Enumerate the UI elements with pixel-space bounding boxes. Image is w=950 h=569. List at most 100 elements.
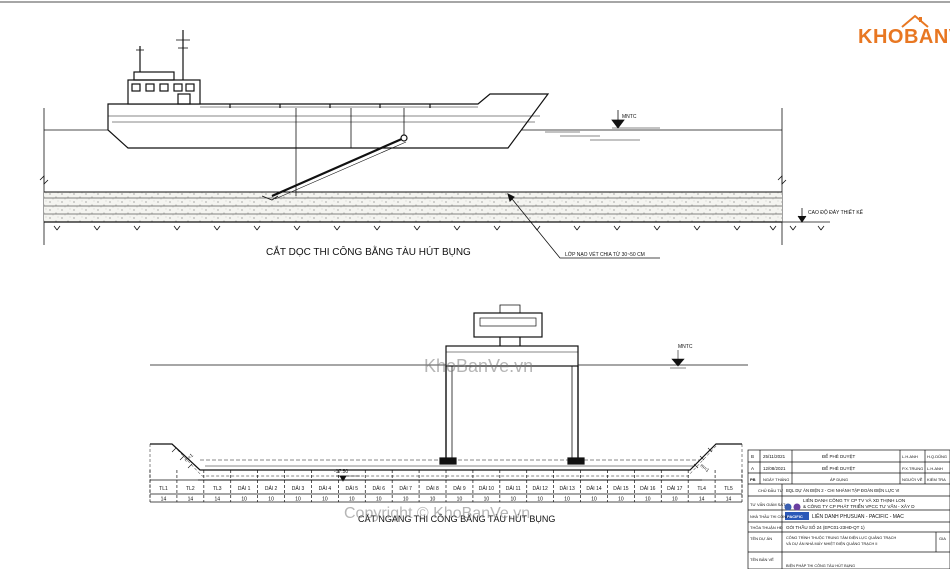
project-label: TÊN DỰ ÁN (750, 536, 772, 541)
strip-width: 10 (349, 497, 355, 503)
package-label: THỎA THUẬN HĐ (750, 525, 783, 530)
slope-left-label: m=1 (183, 452, 195, 463)
strip-width: 10 (564, 497, 570, 503)
strip-name: DẢI 17 (667, 485, 683, 492)
strip-width: 10 (430, 497, 436, 503)
strip-name: DẢI 6 (372, 485, 385, 492)
drawing-name-label: TÊN BẢN VẼ (750, 557, 774, 562)
supervisor-line-2: & CÔNG TY CP PHÁT TRIỂN VPCC TƯ VẤN - XÂ… (803, 503, 915, 509)
strip-width: 10 (457, 497, 463, 503)
top-section-title: CẮT DỌC THI CÔNG BẰNG TÀU HÚT BỤNG (266, 245, 471, 258)
strip-width: 10 (645, 497, 651, 503)
supervisor-label: TƯ VẤN GIÁM SÁT (750, 502, 786, 507)
elevation-label: -17.50 (334, 469, 348, 475)
strip-name: TL1 (159, 486, 168, 492)
brand-logo[interactable]: KHOBANVE (858, 26, 950, 48)
strip-name: DẢI 4 (319, 485, 332, 492)
rev-desc: ĐỂ PHÊ DUYỆT (822, 464, 856, 471)
rev-code: B (751, 454, 754, 459)
strip-name: DẢI 13 (559, 485, 575, 492)
strip-width: 10 (376, 497, 382, 503)
strip-table (149, 470, 743, 503)
rev-by: P.X.TRUNG (902, 466, 923, 471)
strip-name: TL3 (213, 486, 222, 492)
design-depth-marker (797, 208, 807, 223)
strip-width: 14 (188, 497, 194, 503)
strip-name: DẢI 3 (292, 485, 305, 492)
revision-row-b: B 25/11/2021 ĐỂ PHÊ DUYỆT L.H.ANH H.Q.DŨ… (751, 452, 947, 459)
revision-row-header: PB NGÀY THÁNG ÁP DỤNG NGƯỜI VẼ KIỂM TRA (750, 477, 946, 482)
strip-name: DẢI 7 (399, 485, 412, 492)
strip-width: 14 (699, 497, 705, 503)
water-level-marker-top (611, 110, 625, 129)
strip-width: 10 (510, 497, 516, 503)
strip-name: TL5 (724, 486, 733, 492)
water-label-bottom: MNTC (678, 344, 693, 350)
strip-width: 10 (295, 497, 301, 503)
strip-name: DẢI 12 (533, 485, 549, 492)
strip-name: DẢI 15 (613, 485, 629, 492)
strip-width: 10 (403, 497, 409, 503)
water-label-top: MNTC (622, 114, 637, 120)
rev-code: PB (750, 477, 756, 482)
contractor-label: NHÀ THẦU THI CÔNG (750, 514, 789, 519)
longitudinal-section (0, 1, 950, 259)
package-name: GÓI THẦU SỐ 24 (EPC01-23HĐ-QT 1) (786, 524, 865, 530)
rev-chk: KIỂM TRA (927, 477, 946, 482)
drawing-name: BIỆN PHÁP THI CÔNG TÀU HÚT BỤNG (786, 563, 855, 568)
strip-name: TL4 (697, 486, 706, 492)
owner-label: CHỦ ĐẦU TƯ (758, 488, 784, 493)
strip-name: DẢI 14 (586, 485, 602, 492)
rev-date: 12/08/2021 (763, 466, 786, 471)
strip-width: 10 (618, 497, 624, 503)
water-ripples (545, 127, 660, 141)
rev-desc: ÁP DỤNG (830, 477, 848, 482)
strip-name: DẢI 1 (238, 485, 251, 492)
sediment-leader (507, 193, 660, 259)
strip-width: 10 (484, 497, 490, 503)
bottom-section-title: CẮT NGANG THI CÔNG BẰNG TÀU HÚT BỤNG (358, 514, 555, 524)
strip-name: DẢI 16 (640, 485, 656, 492)
rev-by: NGƯỜI VẼ (902, 477, 923, 482)
strip-name: DẢI 2 (265, 485, 278, 492)
strip-width: 14 (726, 497, 732, 503)
strip-name: DẢI 10 (479, 485, 495, 492)
title-block (747, 449, 950, 569)
strip-width: 10 (591, 497, 597, 503)
revision-row-a: A 12/08/2021 ĐỂ PHÊ DUYỆT P.X.TRUNG L.H.… (751, 464, 943, 471)
project-line-2: VÀ DỰ ÁN NHÀ MÁY NHIỆT ĐIỆN QUẢNG TRẠCH … (786, 541, 877, 546)
supervisor-line-1: LIÊN DANH CÔNG TY CP TV VÀ XD THỊNH LON (803, 496, 905, 503)
rev-date: NGÀY THÁNG (763, 477, 789, 482)
dredger-gantry (439, 304, 585, 465)
contractor-name: LIÊN DANH PHUSUAN - PACIFIC - MAC (812, 512, 904, 520)
strip-width: 10 (322, 497, 328, 503)
rev-date: 25/11/2021 (763, 454, 786, 459)
contractor-logo: PACIFIC (787, 514, 803, 519)
strip-name: TL2 (186, 486, 195, 492)
strip-width: 10 (268, 497, 274, 503)
strip-labels: TL1 14 TL2 14 TL3 14 DẢI 1 10 DẢI 2 10 DẢI 3 10 DẢI … (159, 485, 733, 503)
strip-width: 10 (537, 497, 543, 503)
seabed-hatching (53, 225, 825, 231)
rev-code: A (751, 466, 754, 471)
dredger-ship (107, 30, 550, 201)
strip-name: DẢI 5 (346, 485, 359, 492)
strip-width: 14 (214, 497, 220, 503)
rev-chk: L.H.ANH (927, 466, 943, 471)
strip-name: DẢI 9 (453, 485, 466, 492)
strip-name: DẢI 11 (506, 485, 521, 492)
sediment-note: LỚP NẠO VÉT CHIA TỪ 30~50 CM (565, 251, 645, 258)
cross-section (149, 304, 748, 503)
owner-name: BQL DỰ ÁN ĐIỆN 2 - CHI NHÁNH TẬP ĐOÀN ĐI… (786, 488, 899, 493)
strip-width: 10 (241, 497, 247, 503)
rev-chk: H.Q.DŨNG (927, 454, 947, 459)
slope-right-label: m=1 (699, 463, 711, 474)
strip-width: 14 (161, 497, 167, 503)
project-line-1: CÔNG TRÌNH THUỘC TRUNG TÂM ĐIỆN LỰC QUẢN… (786, 535, 897, 540)
design-depth-label: CAO ĐỘ ĐÁY THIẾT KẾ (808, 209, 864, 216)
strip-name: DẢI 8 (426, 485, 439, 492)
rev-by: L.H.ANH (902, 454, 918, 459)
rev-desc: ĐỂ PHÊ DUYỆT (822, 452, 856, 459)
strip-width: 10 (672, 497, 678, 503)
